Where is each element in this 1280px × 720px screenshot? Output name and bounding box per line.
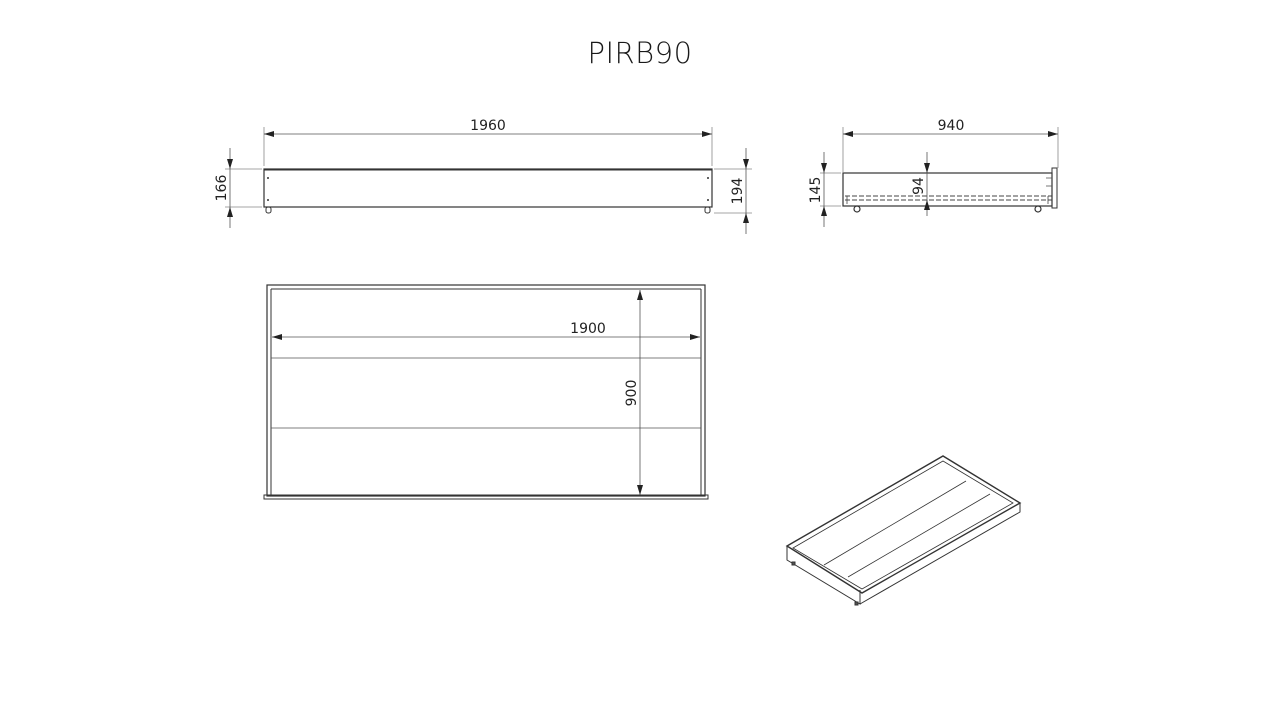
- dimension-145: 145: [808, 177, 824, 204]
- top-view: 1900 900: [263, 284, 709, 500]
- dimension-194: 194: [730, 178, 746, 205]
- wheel-icon: [853, 205, 861, 213]
- drawer-side-panel: [842, 172, 1053, 207]
- dimension-900: 900: [624, 380, 640, 407]
- wheel-icon: [1034, 205, 1042, 213]
- dimension-166: 166: [214, 175, 230, 202]
- front-view: 1960 166 194: [214, 118, 752, 234]
- dimension-1960: 1960: [470, 118, 506, 134]
- dimension-1900: 1900: [570, 321, 606, 337]
- drawer-front-panel: [263, 168, 713, 208]
- wheel-icon: [265, 206, 272, 214]
- wheel-icon: [704, 206, 711, 214]
- drawing-title: PIRB90: [587, 36, 693, 70]
- dimension-94: 94: [911, 177, 927, 195]
- drawer-outline: [266, 284, 706, 497]
- side-view: 940 145 94: [808, 118, 1059, 227]
- isometric-view: [785, 455, 1022, 606]
- dimension-940: 940: [938, 118, 965, 134]
